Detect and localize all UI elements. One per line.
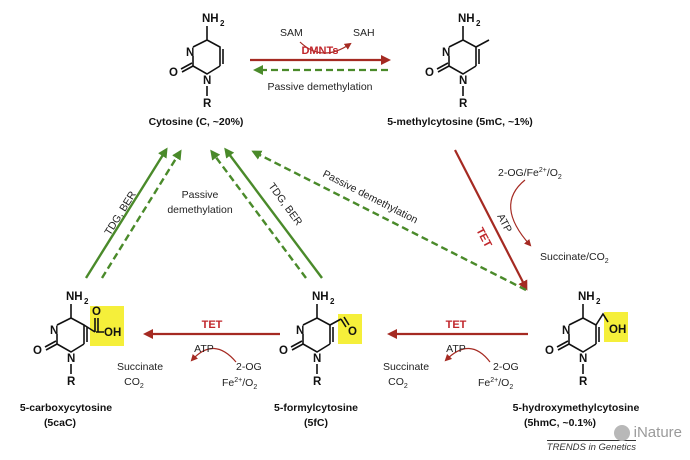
tdg-ber-label-2: TDG, BER: [266, 181, 305, 229]
tet-cofactor-curve-1: [510, 179, 532, 247]
ring-n1-label: N: [459, 75, 467, 87]
co2-label-1: CO2: [388, 376, 408, 390]
ring-n1-label: N: [203, 75, 211, 87]
carbonyl-o-label: O: [545, 345, 554, 357]
fc5-label-line1: 5-formylcytosine: [274, 402, 358, 414]
tet-cofactor-curve-2: [444, 347, 491, 363]
sam-label: SAM: [280, 27, 303, 39]
amine-subscript: 2: [596, 297, 601, 306]
carbonyl-o-label: O: [169, 67, 178, 79]
atp-label-5hmc-5fc: ATP: [446, 343, 466, 355]
hmc5-structure: NH 2 OH N O N R: [545, 291, 628, 388]
fc5-structure: NH 2 O N O N R: [279, 291, 362, 388]
hmc5-label-line2: (5hmC, ~0.1%): [524, 417, 596, 429]
tdg-ber-arrow-5cac: [84, 147, 168, 279]
ring-n3-label: N: [186, 47, 194, 59]
succinate-label-2: Succinate: [117, 361, 163, 373]
atp-label-5fc-5cac: ATP: [194, 343, 214, 355]
ring-n3-label: N: [562, 325, 570, 337]
r-group-label: R: [67, 376, 76, 388]
ring-n3-label: N: [50, 325, 58, 337]
passive-arrow-5fc: [210, 149, 307, 279]
passive-demethylation-label-top: Passive demethylation: [267, 81, 372, 93]
hmc5-label-line1: 5-hydroxymethylcytosine: [513, 402, 640, 414]
r-group-label: R: [203, 98, 212, 110]
tet-arrow-5mc-5hmc: [454, 149, 528, 291]
hydroxyl-label: OH: [609, 324, 626, 336]
amine-subscript: 2: [220, 19, 225, 28]
ring-n1-label: N: [579, 353, 587, 365]
amine-label: NH: [202, 13, 219, 25]
tdg-ber-arrow-5fc: [224, 147, 323, 279]
cofactor-a-label: 2-OG/Fe2+/O2: [498, 167, 562, 181]
fc5-label-line2: (5fC): [304, 417, 328, 429]
cytosine-label: Cytosine (C, ~20%): [149, 116, 244, 128]
ring-n3-label: N: [296, 325, 304, 337]
carboxyl-o-label: O: [92, 306, 101, 318]
r-group-label: R: [579, 376, 588, 388]
sam-sah-curve: [299, 41, 352, 54]
tet-label-5hmc-5fc: TET: [446, 319, 467, 331]
amine-label: NH: [312, 291, 329, 303]
formyl-highlight: [338, 314, 362, 344]
sah-label: SAH: [353, 27, 375, 39]
cytosine-structure: NH 2 N O N R: [169, 13, 225, 110]
mc5-structure: NH 2 N O N R: [425, 13, 490, 110]
carbonyl-o-label: O: [279, 345, 288, 357]
ring-n1-label: N: [67, 353, 75, 365]
fe-o2-label-2: Fe2+/O2: [222, 377, 257, 391]
passive-label-center-line1: Passive: [182, 189, 219, 201]
amine-label: NH: [66, 291, 83, 303]
og-label-1: 2-OG: [493, 361, 519, 373]
tet-label-diagonal: TET: [473, 226, 493, 250]
watermark: iNature: [613, 424, 682, 441]
cac5-label-line1: 5-carboxycytosine: [20, 402, 112, 414]
passive-arrow-5cac: [100, 149, 182, 279]
hydroxyl-highlight: [604, 312, 628, 342]
tet-label-5fc-5cac: TET: [202, 319, 223, 331]
carbonyl-o-label: O: [33, 345, 42, 357]
watermark-text: iNature: [633, 424, 682, 441]
passive-arrow-5hmc: [251, 150, 527, 292]
fe-o2-label-1: Fe2+/O2: [478, 377, 513, 391]
succinate-label-1: Succinate: [383, 361, 429, 373]
journal-credit: TRENDS in Genetics: [546, 440, 636, 453]
og-label-2: 2-OG: [236, 361, 262, 373]
ring-n1-label: N: [313, 353, 321, 365]
r-group-label: R: [459, 98, 468, 110]
mc5-label: 5-methylcytosine (5mC, ~1%): [387, 116, 533, 128]
wechat-icon: [613, 424, 630, 441]
dnmts-label: DMNTs: [301, 45, 338, 57]
tet-cofactor-curve-3: [190, 347, 237, 363]
ring-n3-label: N: [442, 47, 450, 59]
cac5-structure: NH 2 O OH N O N R: [33, 291, 124, 388]
r-group-label: R: [313, 376, 322, 388]
aldehyde-o-label: O: [348, 326, 357, 338]
co2-label-2: CO2: [124, 376, 144, 390]
passive-label-diagonal: Passive demethylation: [321, 168, 420, 226]
cac5-label-line2: (5caC): [44, 417, 76, 429]
amine-subscript: 2: [476, 19, 481, 28]
amine-label: NH: [578, 291, 595, 303]
carbonyl-o-label: O: [425, 67, 434, 79]
passive-label-center-line2: demethylation: [167, 204, 233, 216]
succinate-co2-label: Succinate/CO2: [540, 251, 609, 265]
amine-label: NH: [458, 13, 475, 25]
amine-subscript: 2: [84, 297, 89, 306]
amine-subscript: 2: [330, 297, 335, 306]
tdg-ber-label-1: TDG, BER: [102, 189, 139, 238]
carboxyl-oh-label: OH: [104, 327, 121, 339]
